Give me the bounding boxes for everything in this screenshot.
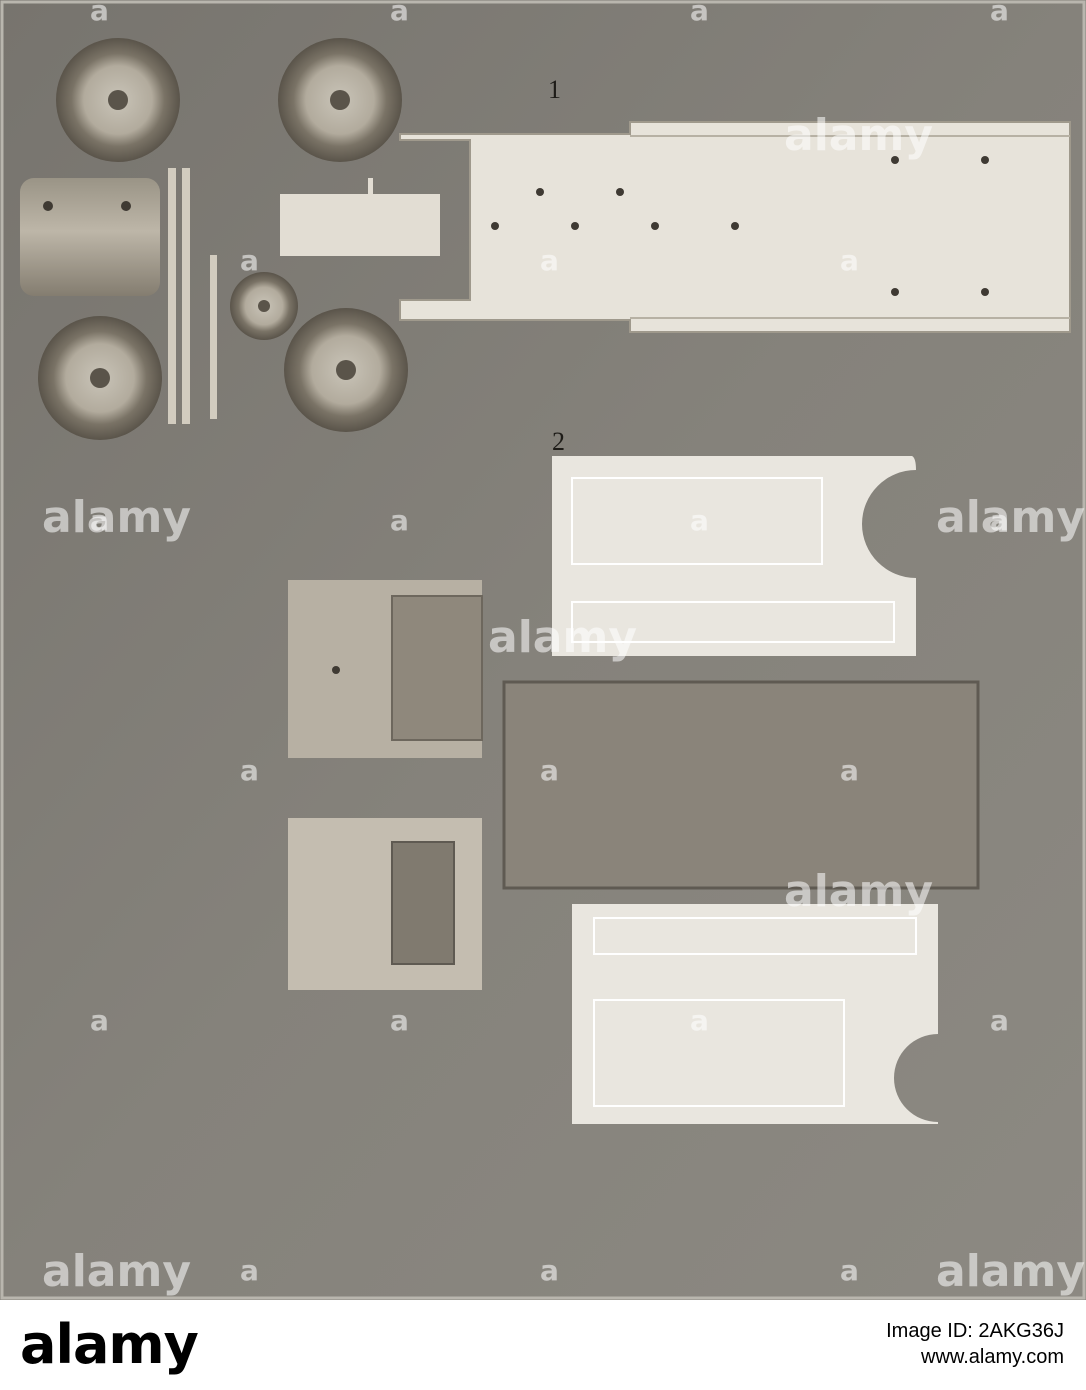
stock-footer	[0, 1300, 1086, 1390]
panel-recess	[391, 595, 483, 741]
image-id: Image ID: 2AKG36J	[886, 1320, 1064, 1342]
chassis-hole	[981, 288, 989, 296]
chassis-hole	[616, 188, 624, 196]
watermark: alamy	[42, 492, 191, 543]
watermark: alamy	[784, 110, 933, 161]
axle-rod	[168, 168, 176, 424]
site-url: www.alamy.com	[921, 1346, 1064, 1368]
wheel-hub	[330, 90, 350, 110]
watermark-glyph: a	[390, 0, 409, 27]
photo-border	[0, 0, 1086, 1300]
watermark-glyph: a	[390, 1004, 409, 1037]
wheel-hub	[258, 300, 270, 312]
chassis-hole	[536, 188, 544, 196]
watermark-glyph: a	[90, 1004, 109, 1037]
watermark-glyph: a	[90, 0, 109, 27]
chassis-hole	[891, 156, 899, 164]
figure-2-parts: 2	[288, 427, 980, 1124]
engine-pin	[368, 178, 373, 196]
panel-window	[391, 841, 455, 965]
chassis-hole	[491, 222, 499, 230]
watermark: alamy	[488, 612, 637, 663]
panel-hole	[332, 666, 340, 674]
watermark: alamy	[42, 1246, 191, 1297]
watermark-glyph: a	[240, 1254, 259, 1287]
watermark-layer: alamy alamy alamy alamy alamy alamy alam…	[42, 110, 1085, 1297]
watermark-glyph: a	[390, 504, 409, 537]
watermark-glyph: a	[540, 754, 559, 787]
chassis-hole	[651, 222, 659, 230]
watermark-glyph: a	[690, 1004, 709, 1037]
chassis-hole	[981, 156, 989, 164]
watermark-glyph: a	[990, 1004, 1009, 1037]
cylinder-hole	[121, 201, 131, 211]
watermark-glyph: a	[690, 504, 709, 537]
watermark-glyph: a	[540, 244, 559, 277]
figure-label-2: 2	[552, 427, 565, 456]
watermark-glyph: a	[840, 244, 859, 277]
watermark-glyph: a	[540, 1254, 559, 1287]
stock-logo: alamy	[20, 1313, 199, 1376]
watermark: alamy	[936, 492, 1085, 543]
photograph: 1 2 alamy alamy alamy alamy alamy alamy …	[0, 0, 1086, 1300]
watermark-glyph: a	[840, 1254, 859, 1287]
side-panel-bottom	[572, 904, 938, 1124]
watermark-glyph: a	[690, 0, 709, 27]
panel-outline	[571, 477, 823, 565]
watermark-glyph-grid: aaaaaaaaaaaaaaaaaaaaaaaa	[90, 0, 1009, 1287]
panel-outline	[593, 917, 917, 955]
watermark-glyph: a	[90, 504, 109, 537]
watermark-glyph: a	[840, 754, 859, 787]
engine-block	[280, 194, 440, 256]
floor-board	[502, 680, 980, 890]
axle-rod-short	[210, 255, 217, 419]
watermark-glyph: a	[240, 244, 259, 277]
figure-label-1: 1	[548, 75, 561, 104]
watermark: alamy	[784, 866, 933, 917]
cylinder-block	[20, 178, 160, 296]
watermark-glyph: a	[240, 754, 259, 787]
watermark: alamy	[936, 1246, 1085, 1297]
stock-meta: Image ID: 2AKG36J www.alamy.com	[886, 1318, 1064, 1370]
figure-1-parts: 1	[20, 38, 1071, 440]
chassis-hole	[571, 222, 579, 230]
chassis-hole	[731, 222, 739, 230]
chassis-hole	[891, 288, 899, 296]
wheel-hub	[336, 360, 356, 380]
side-panel-top	[552, 456, 916, 656]
panel-outline	[571, 601, 895, 643]
wheel-hub	[108, 90, 128, 110]
watermark-glyph: a	[990, 0, 1009, 27]
cylinder-hole	[43, 201, 53, 211]
wheel-hub	[90, 368, 110, 388]
panel-outline	[593, 999, 845, 1107]
watermark-glyph: a	[990, 504, 1009, 537]
axle-rod	[182, 168, 190, 424]
